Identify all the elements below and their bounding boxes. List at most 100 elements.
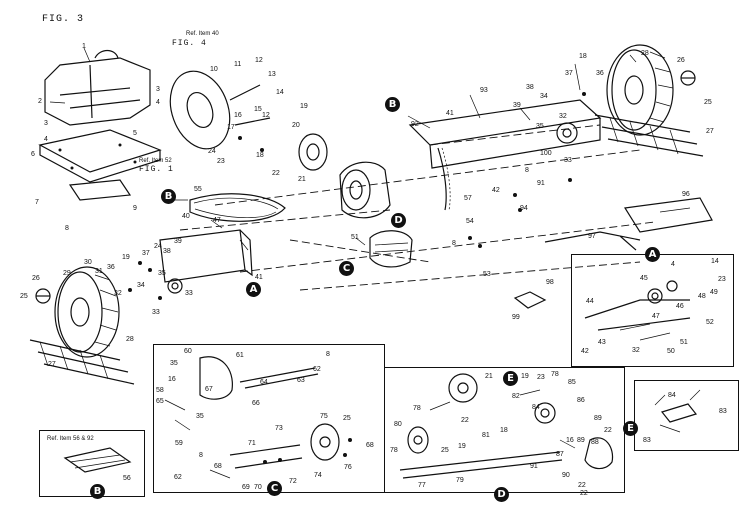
part-label: 41 bbox=[255, 274, 263, 281]
part-label: 38 bbox=[163, 248, 171, 255]
part-label: 78 bbox=[413, 405, 421, 412]
part-label: 6 bbox=[31, 151, 35, 158]
badge-d-inset: D bbox=[494, 487, 509, 502]
part-label: 9 bbox=[133, 205, 137, 212]
part-label: 88 bbox=[591, 439, 599, 446]
part-label: 18 bbox=[500, 427, 508, 434]
part-label: 23 bbox=[718, 276, 726, 283]
part-label: 18 bbox=[579, 53, 587, 60]
badge-a-inset: A bbox=[645, 247, 660, 262]
part-label: 24 bbox=[154, 243, 162, 250]
part-label: 44 bbox=[586, 298, 594, 305]
part-label: 32 bbox=[632, 347, 640, 354]
part-label: 30 bbox=[84, 259, 92, 266]
part-label: 8 bbox=[65, 225, 69, 232]
part-label: 78 bbox=[390, 447, 398, 454]
part-label: 12 bbox=[262, 112, 270, 119]
part-label: 41 bbox=[446, 110, 454, 117]
part-label: 31 bbox=[95, 268, 103, 275]
part-label: 87 bbox=[556, 451, 564, 458]
figure-title: FIG. 3 bbox=[42, 14, 85, 25]
part-label: 93 bbox=[480, 87, 488, 94]
part-label: 98 bbox=[546, 279, 554, 286]
part-label: 66 bbox=[252, 400, 260, 407]
inset-b-reference: Ref. Item 56 & 92 bbox=[47, 436, 94, 442]
part-label: 25 bbox=[20, 293, 28, 300]
part-label: 22 bbox=[578, 482, 586, 489]
part-label: 65 bbox=[156, 398, 164, 405]
part-label: 72 bbox=[289, 478, 297, 485]
part-label: 74 bbox=[314, 472, 322, 479]
part-label: 78 bbox=[551, 371, 559, 378]
part-label: 4 bbox=[671, 261, 675, 268]
part-label: 18 bbox=[256, 152, 264, 159]
part-label: 64 bbox=[260, 379, 268, 386]
part-label: 39 bbox=[174, 238, 182, 245]
part-label: 22 bbox=[580, 490, 588, 497]
part-label: 52 bbox=[706, 319, 714, 326]
part-label: 59 bbox=[175, 440, 183, 447]
part-label: 50 bbox=[667, 348, 675, 355]
badge-e-inset-d: E bbox=[503, 371, 518, 386]
part-label: 48 bbox=[698, 293, 706, 300]
part-label: 16 bbox=[566, 437, 574, 444]
part-label: 2 bbox=[38, 98, 42, 105]
part-label: 29 bbox=[63, 270, 71, 277]
part-label: 77 bbox=[418, 482, 426, 489]
part-label: 43 bbox=[598, 339, 606, 346]
part-label: 28 bbox=[641, 50, 649, 57]
part-label: 92 bbox=[411, 121, 419, 128]
part-label: 96 bbox=[682, 191, 690, 198]
part-label: 57 bbox=[464, 195, 472, 202]
part-label: 81 bbox=[482, 432, 490, 439]
part-label: 47 bbox=[213, 217, 221, 224]
part-label: 75 bbox=[320, 413, 328, 420]
part-label: 11 bbox=[234, 61, 242, 68]
part-label: 97 bbox=[588, 233, 596, 240]
part-label: 46 bbox=[676, 303, 684, 310]
part-label: 5 bbox=[133, 130, 137, 137]
badge-a-main: A bbox=[246, 282, 261, 297]
part-label: 27 bbox=[706, 128, 714, 135]
badge-c-main: C bbox=[339, 261, 354, 276]
part-label: 24 bbox=[208, 148, 216, 155]
part-label: 60 bbox=[184, 348, 192, 355]
part-label: 19 bbox=[458, 443, 466, 450]
badge-b-main: B bbox=[385, 97, 400, 112]
part-label: 71 bbox=[248, 440, 256, 447]
part-label: 42 bbox=[492, 187, 500, 194]
part-label: 33 bbox=[564, 157, 572, 164]
part-label: 90 bbox=[562, 472, 570, 479]
part-label: 1 bbox=[82, 43, 86, 50]
part-label: 38 bbox=[526, 84, 534, 91]
part-label: 67 bbox=[205, 386, 213, 393]
part-label: 62 bbox=[313, 366, 321, 373]
part-label: 51 bbox=[680, 339, 688, 346]
part-label: 19 bbox=[300, 103, 308, 110]
part-label: 58 bbox=[156, 387, 164, 394]
part-label: 35 bbox=[536, 123, 544, 130]
part-label: 33 bbox=[152, 309, 160, 316]
part-label: 22 bbox=[272, 170, 280, 177]
part-label: 68 bbox=[214, 463, 222, 470]
part-label: 83 bbox=[719, 408, 727, 415]
part-label: 62 bbox=[174, 474, 182, 481]
part-label: 39 bbox=[513, 102, 521, 109]
part-label: 3 bbox=[44, 120, 48, 127]
part-label: 27 bbox=[48, 361, 56, 368]
part-label: 51 bbox=[351, 234, 359, 241]
part-label: 8 bbox=[452, 240, 456, 247]
part-label: 86 bbox=[577, 397, 585, 404]
part-label: 34 bbox=[540, 93, 548, 100]
part-label: 37 bbox=[565, 70, 573, 77]
part-label: 35 bbox=[196, 413, 204, 420]
part-label: 7 bbox=[35, 199, 39, 206]
part-label: 3 bbox=[156, 86, 160, 93]
part-label: 56 bbox=[123, 475, 131, 482]
part-label: 33 bbox=[185, 290, 193, 297]
part-label: 68 bbox=[366, 442, 374, 449]
badge-e-inset: E bbox=[623, 421, 638, 436]
part-label: 99 bbox=[512, 314, 520, 321]
part-label: 14 bbox=[276, 89, 284, 96]
part-label: 53 bbox=[483, 271, 491, 278]
